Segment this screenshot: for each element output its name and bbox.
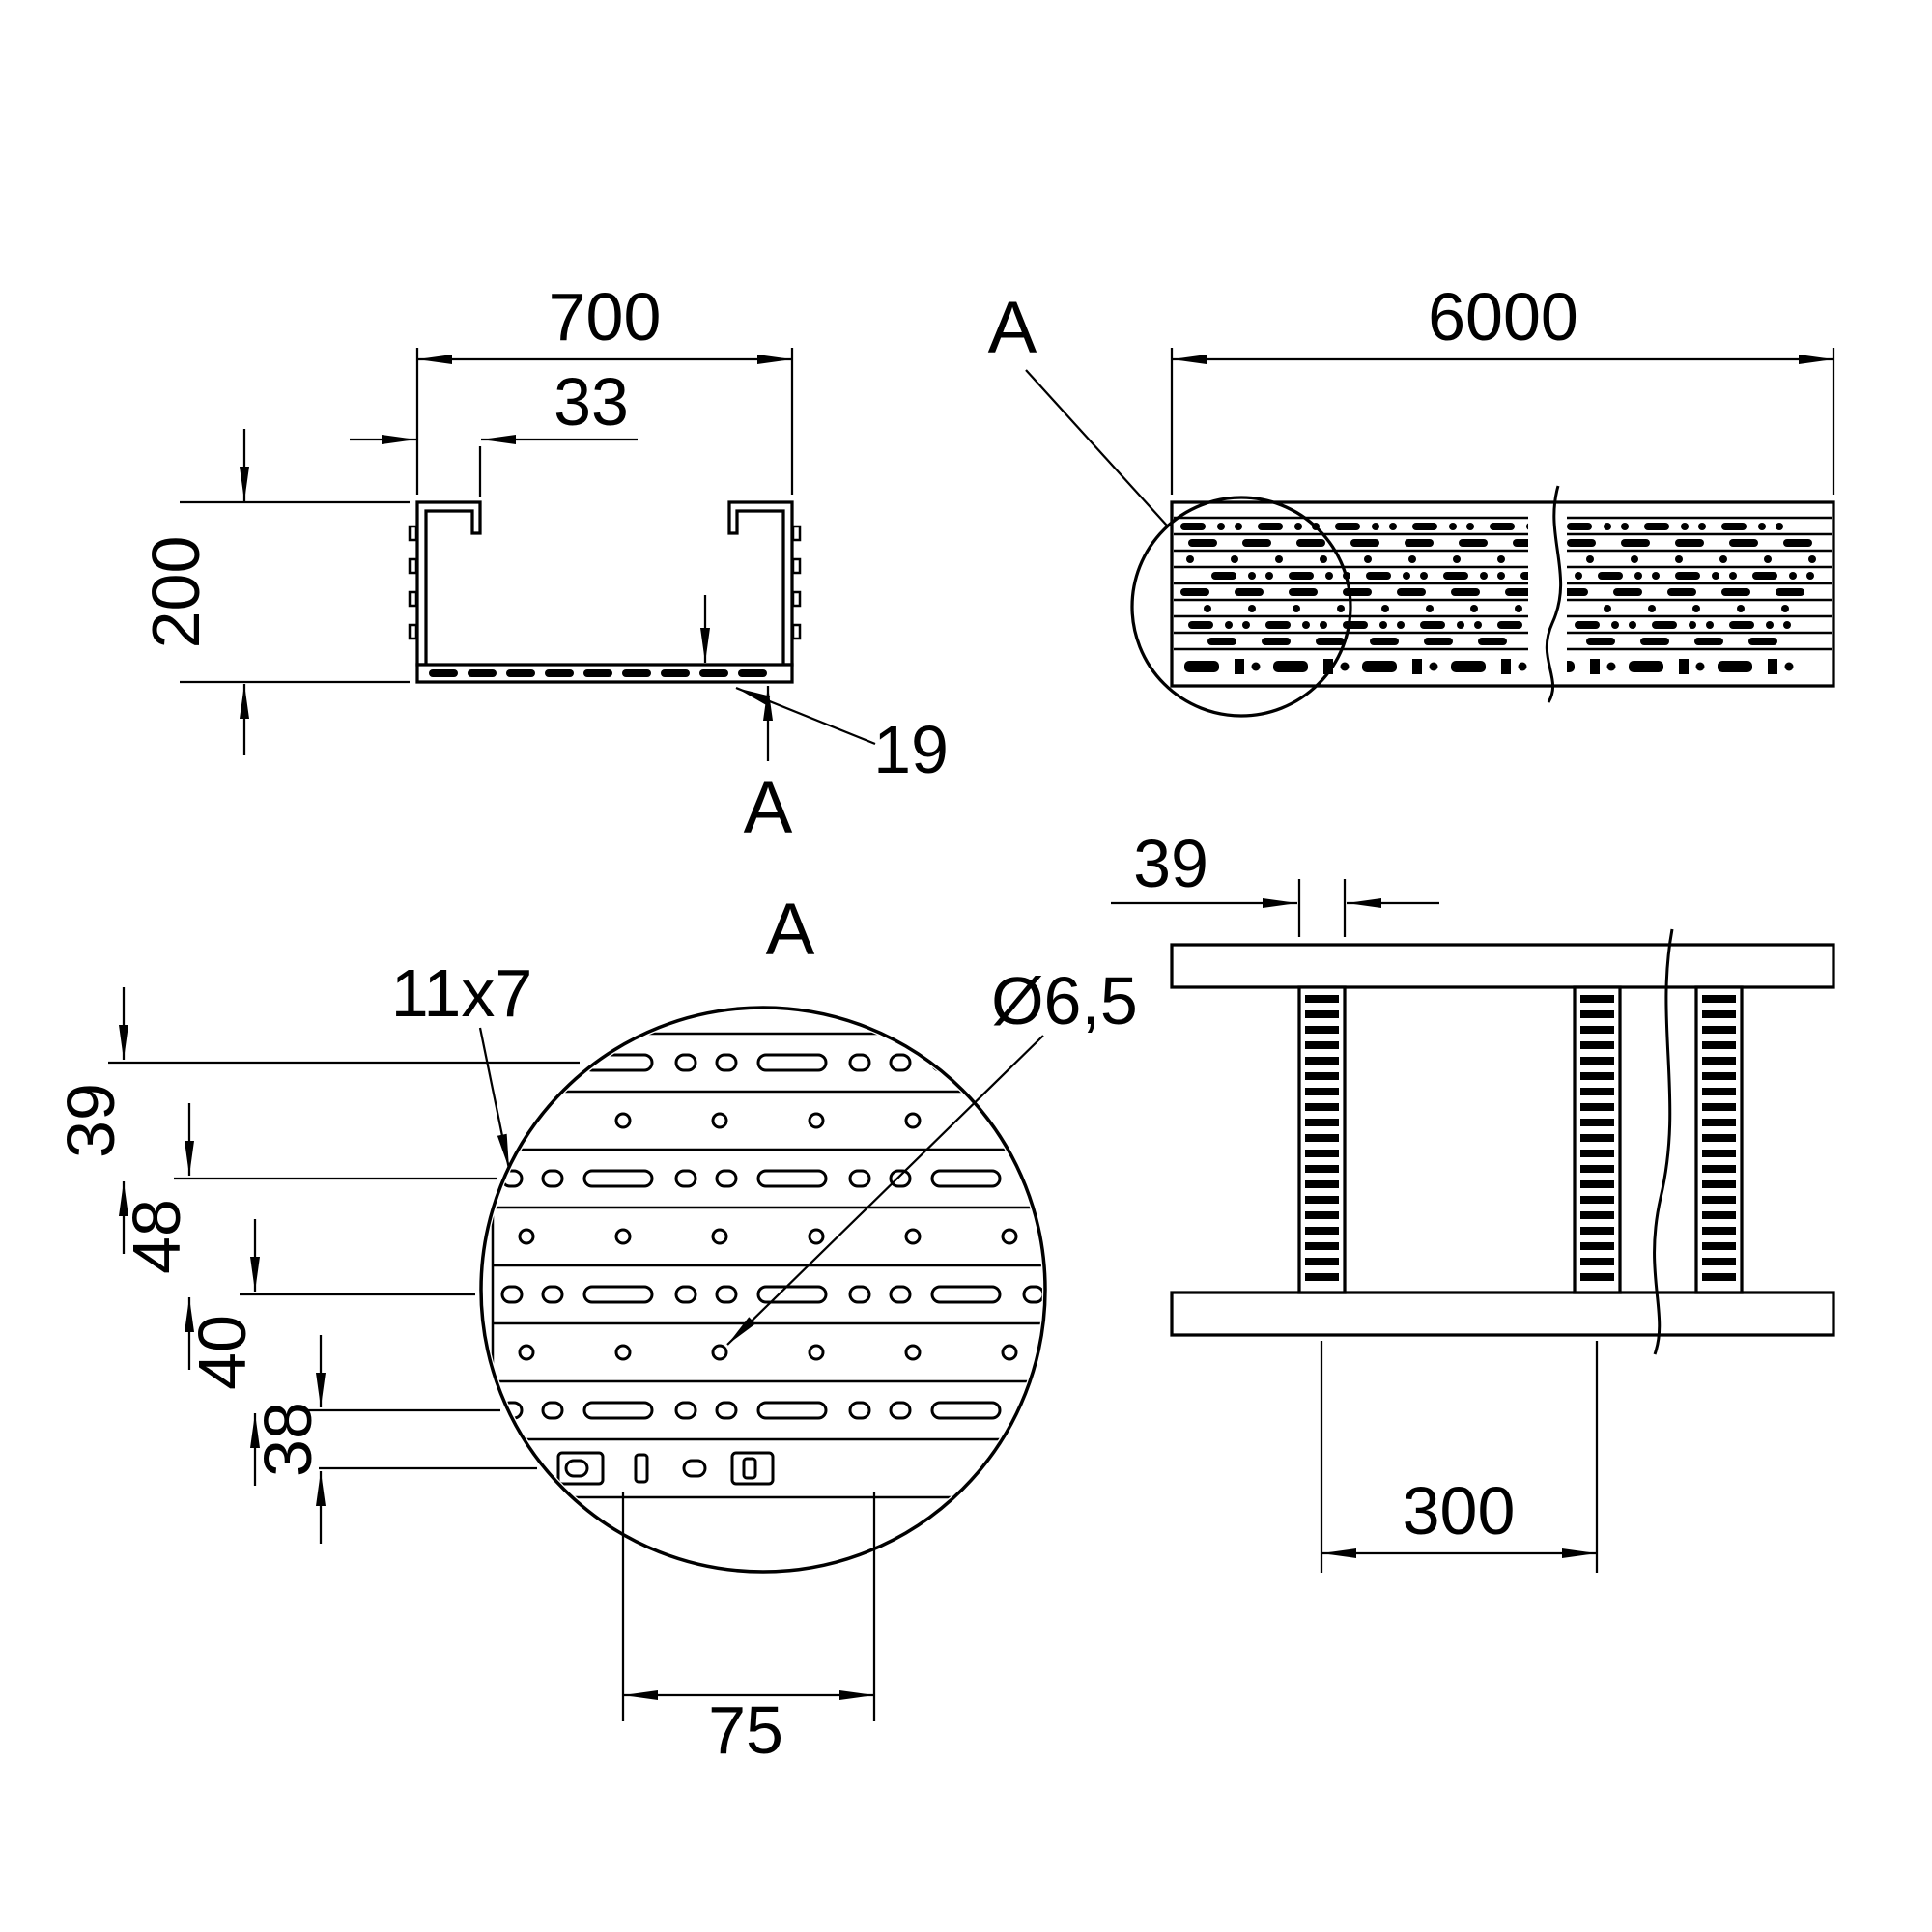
side-rail-lines [1174, 516, 1832, 651]
dim-11x7-label: 11x7 [391, 955, 533, 1031]
dim-300-label: 300 [1403, 1473, 1516, 1548]
dimension-rung-spacing-300: 300 [1320, 1341, 1599, 1573]
detail-a-callout-label: A [988, 287, 1037, 369]
bottom-plate-perforation [429, 669, 767, 677]
right-wall-notches [791, 525, 802, 640]
dim-6000-label: 6000 [1428, 279, 1578, 355]
cross-section-view: 700 33 200 19 A [138, 279, 949, 849]
bottom-rail [1170, 1291, 1835, 1337]
dimension-height-200: 200 [138, 429, 410, 755]
detail-rail-lines [493, 1032, 1042, 1499]
detail-a-boundary-circle [479, 1006, 1047, 1574]
dim-75-label: 75 [708, 1692, 783, 1768]
dim-hole-diameter-label: Ø6,5 [991, 963, 1138, 1038]
detail-callout-a: A [988, 287, 1168, 526]
rung-1-perforation [1305, 995, 1339, 1281]
dimension-lip-33: 33 [350, 364, 638, 497]
detail-marker-a-cross-section: A [744, 686, 793, 849]
detail-a-circle-marker [1130, 496, 1352, 718]
dimension-thickness-19: 19 [700, 595, 949, 787]
callout-slot-11x7: 11x7 [391, 955, 533, 1170]
callout-hole-diameter: Ø6,5 [726, 963, 1138, 1346]
rung-3-perforation [1702, 995, 1736, 1281]
detail-a-title: A [766, 889, 815, 971]
top-rail [1170, 943, 1835, 989]
detail-a-marker-label: A [744, 767, 793, 849]
dim-40-pitch-label: 40 [185, 1315, 260, 1390]
dim-200-label: 200 [138, 536, 213, 649]
side-view: A 6000 [988, 279, 1835, 718]
dimension-slot-pitch-75: 75 [621, 1492, 876, 1768]
dim-19-label: 19 [873, 712, 949, 787]
dimension-length-6000: 6000 [1170, 279, 1835, 495]
dim-38-pitch-label: 38 [250, 1402, 326, 1477]
bottom-view: 39 300 [1111, 826, 1835, 1573]
detail-bracket-row [556, 1451, 775, 1486]
break-wave-line [1545, 485, 1563, 703]
left-wall-notches [408, 525, 418, 640]
rung-2-perforation [1580, 995, 1614, 1281]
detail-a-view: A [53, 889, 1138, 1768]
dim-39-rung-label: 39 [1133, 826, 1208, 901]
dimension-chain-row-pitches: 39 48 40 38 [53, 987, 580, 1544]
dim-48-pitch-label: 48 [119, 1199, 194, 1274]
dim-700-label: 700 [549, 279, 662, 355]
dim-33-label: 33 [554, 364, 629, 440]
detail-a-plate-pattern [491, 1010, 1042, 1569]
dimension-width-700: 700 [415, 279, 794, 495]
dimension-rung-width-39: 39 [1111, 826, 1439, 937]
bottom-break-wave-line [1653, 928, 1674, 1355]
dim-39-pitch-label: 39 [53, 1083, 128, 1158]
